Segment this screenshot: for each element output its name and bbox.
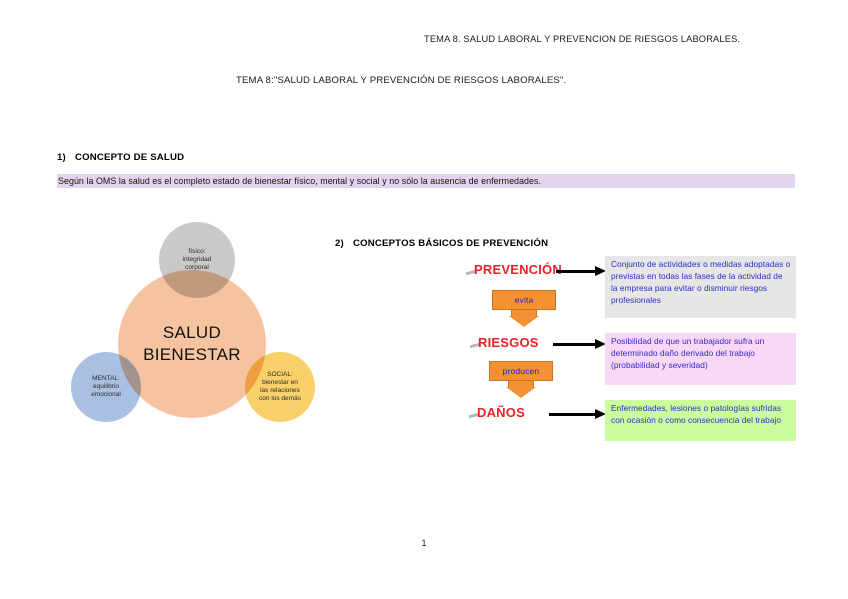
venn-label-fisico: físico: integridad corporal <box>183 248 212 272</box>
block-arrow-tip <box>509 316 539 327</box>
venn-social-line1: SOCIAL: <box>267 371 293 379</box>
block-arrow-stem <box>511 310 537 316</box>
venn-mental-line2: equilibrio <box>92 383 119 391</box>
venn-mental-line3: emocional <box>91 390 121 398</box>
section-1-heading: 1) CONCEPTO DE SALUD <box>57 152 184 163</box>
venn-social-line3: las relaciones <box>260 387 300 394</box>
arrow-shaft <box>553 342 595 346</box>
block-arrow-label: evita <box>492 290 556 310</box>
venn-label-line-bienestar: BIENESTAR <box>143 345 241 364</box>
venn-label-salud-bienestar: SALUD BIENESTAR <box>143 322 241 366</box>
block-arrow-down-producen: producen <box>489 361 553 398</box>
venn-social-line2: bienestar en <box>262 379 298 387</box>
definition-box-riesgos: Posibilidad de que un trabajador sufra u… <box>605 333 796 385</box>
venn-fisico-line1: físico: <box>188 247 206 255</box>
venn-label-mental: MENTAL: equilibrio emocional <box>91 375 121 399</box>
oms-definition-highlight: Según la OMS la salud es el completo est… <box>57 174 795 188</box>
flow-term-prevencion: PREVENCIÓN <box>474 262 562 277</box>
flow-term-danos: DAÑOS <box>477 405 525 420</box>
block-arrow-stem <box>508 381 534 387</box>
venn-mental-line1: MENTAL: <box>92 375 120 383</box>
section-1-number: 1) <box>57 152 66 163</box>
block-arrow-tip <box>506 387 536 398</box>
section-2-title: CONCEPTOS BÁSICOS DE PREVENCIÓN <box>352 238 549 249</box>
arrow-head <box>595 339 606 349</box>
venn-label-line-salud: SALUD <box>162 322 222 342</box>
venn-circle-mental: MENTAL: equilibrio emocional <box>71 352 141 422</box>
section-2-heading: 2) CONCEPTOS BÁSICOS DE PREVENCIÓN <box>335 238 548 249</box>
section-2-number: 2) <box>335 238 344 249</box>
block-arrow-down-evita: evita <box>492 290 556 327</box>
venn-social-line4: con los demás <box>259 394 301 402</box>
arrow-right-icon <box>549 409 606 419</box>
venn-fisico-line3: corporal <box>185 264 209 272</box>
flow-term-riesgos: RIESGOS <box>478 335 539 350</box>
arrow-right-icon <box>553 339 606 349</box>
arrow-shaft <box>556 269 595 273</box>
venn-circle-fisico: físico: integridad corporal <box>159 222 235 298</box>
arrow-head <box>595 266 606 276</box>
arrow-right-icon <box>556 266 606 276</box>
section-1-title: CONCEPTO DE SALUD <box>74 152 185 163</box>
venn-fisico-line2: integridad <box>182 255 212 263</box>
venn-circle-social: SOCIAL: bienestar en las relaciones con … <box>245 352 315 422</box>
page-number: 1 <box>421 538 427 548</box>
definition-box-prevencion: Conjunto de actividades o medidas adopta… <box>605 256 796 318</box>
arrow-shaft <box>549 412 595 416</box>
block-arrow-label: producen <box>489 361 553 381</box>
arrow-head <box>595 409 606 419</box>
health-venn-diagram: SALUD BIENESTAR físico: integridad corpo… <box>55 212 355 432</box>
document-title: TEMA 8:"SALUD LABORAL Y PREVENCIÓN DE RI… <box>236 75 567 86</box>
definition-box-danos: Enfermedades, lesiones o patologías sufr… <box>605 400 796 441</box>
venn-label-social: SOCIAL: bienestar en las relaciones con … <box>259 371 301 403</box>
running-header: TEMA 8. SALUD LABORAL Y PREVENCION DE RI… <box>424 34 741 44</box>
